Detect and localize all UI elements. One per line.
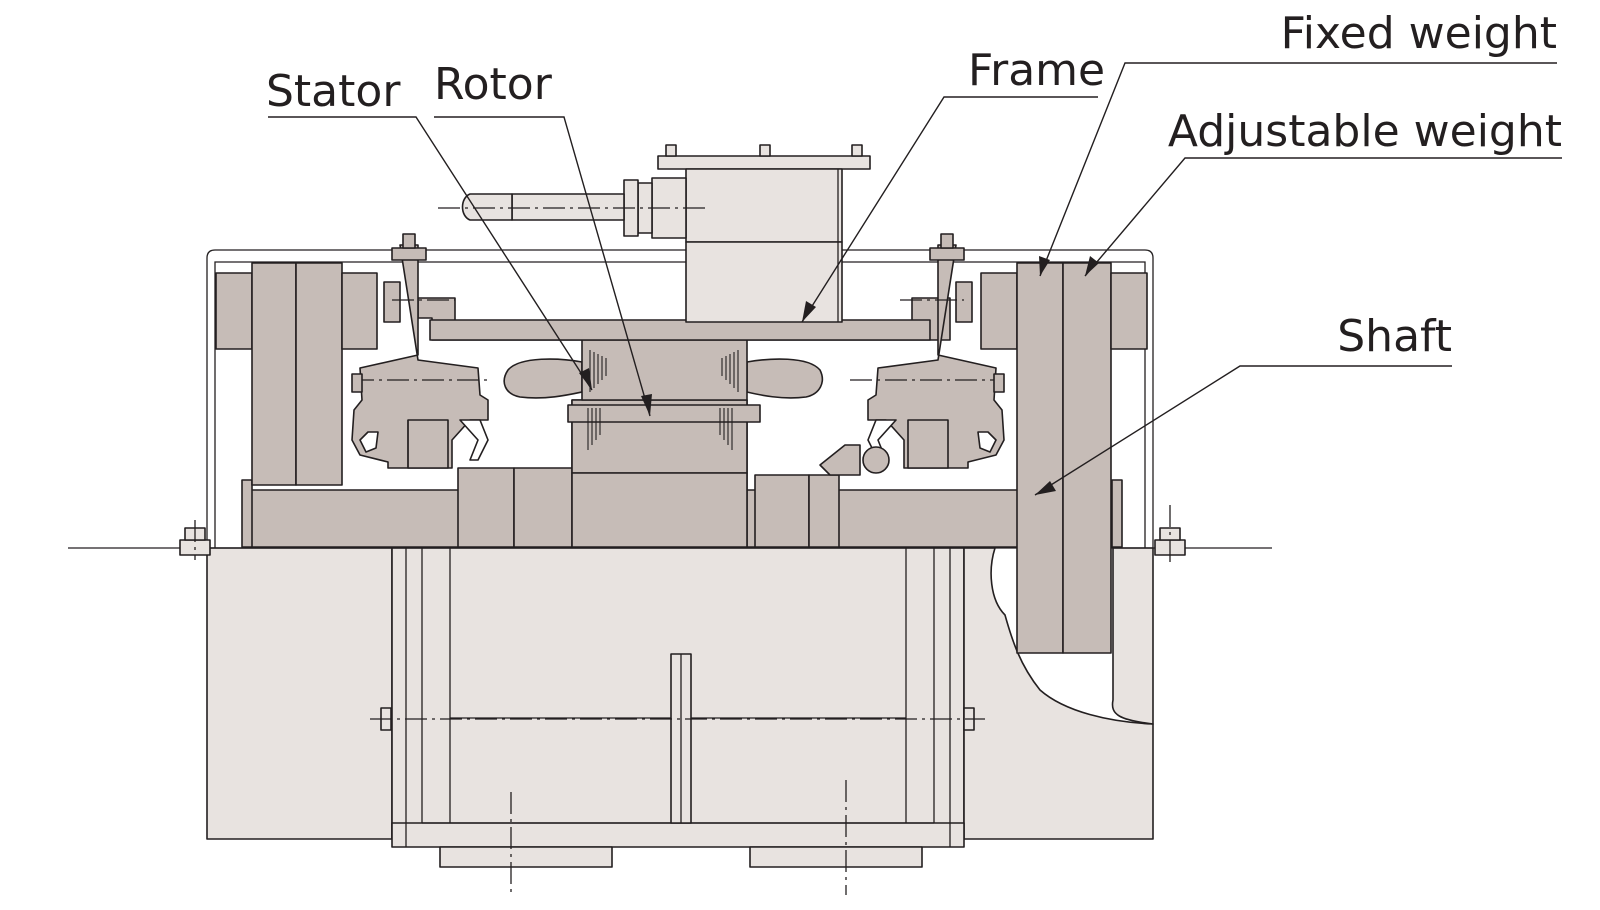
frame-leader: [801, 96, 1098, 323]
adjustable-weight-leader: [1084, 157, 1562, 277]
stator-leader: [268, 116, 593, 391]
shaft-leader: [1034, 365, 1452, 496]
stator-winding-right: [746, 358, 824, 399]
stator: [503, 336, 824, 401]
stator-core: [581, 336, 748, 401]
frame-label: Frame: [968, 45, 1105, 96]
housing-right-cutaway: [963, 547, 1154, 840]
motor-housing: [206, 547, 1154, 868]
rotor-leader: [434, 116, 651, 417]
leader-arrowheads: [579, 256, 1099, 495]
stator-winding-left: [503, 358, 583, 399]
fixed-weight-label: Fixed weight: [1281, 8, 1557, 59]
rotor: [567, 399, 761, 548]
frame: [417, 297, 951, 341]
left-bearing-housing: [351, 233, 492, 469]
housing-left-block: [206, 547, 393, 840]
housing-base-flange: [391, 822, 965, 848]
end-cover: [206, 249, 1154, 548]
right-bearing-housing: [819, 233, 1005, 476]
leader-lines: [268, 62, 1562, 496]
housing-right-upper: [1111, 547, 1154, 725]
adjustable-weight-label: Adjustable weight: [1168, 106, 1562, 157]
stator-label: Stator: [266, 66, 401, 117]
adjustable-weight: [1062, 262, 1112, 654]
left-weights: [215, 262, 378, 486]
foot-right: [749, 846, 923, 868]
shaft-label: Shaft: [1337, 311, 1452, 362]
fixed-weight: [1016, 262, 1064, 654]
right-weights: [980, 262, 1148, 654]
terminal-box: [438, 144, 871, 323]
rotor-label: Rotor: [434, 59, 553, 110]
foot-left: [439, 846, 613, 868]
fixed-weight-leader: [1039, 62, 1557, 277]
